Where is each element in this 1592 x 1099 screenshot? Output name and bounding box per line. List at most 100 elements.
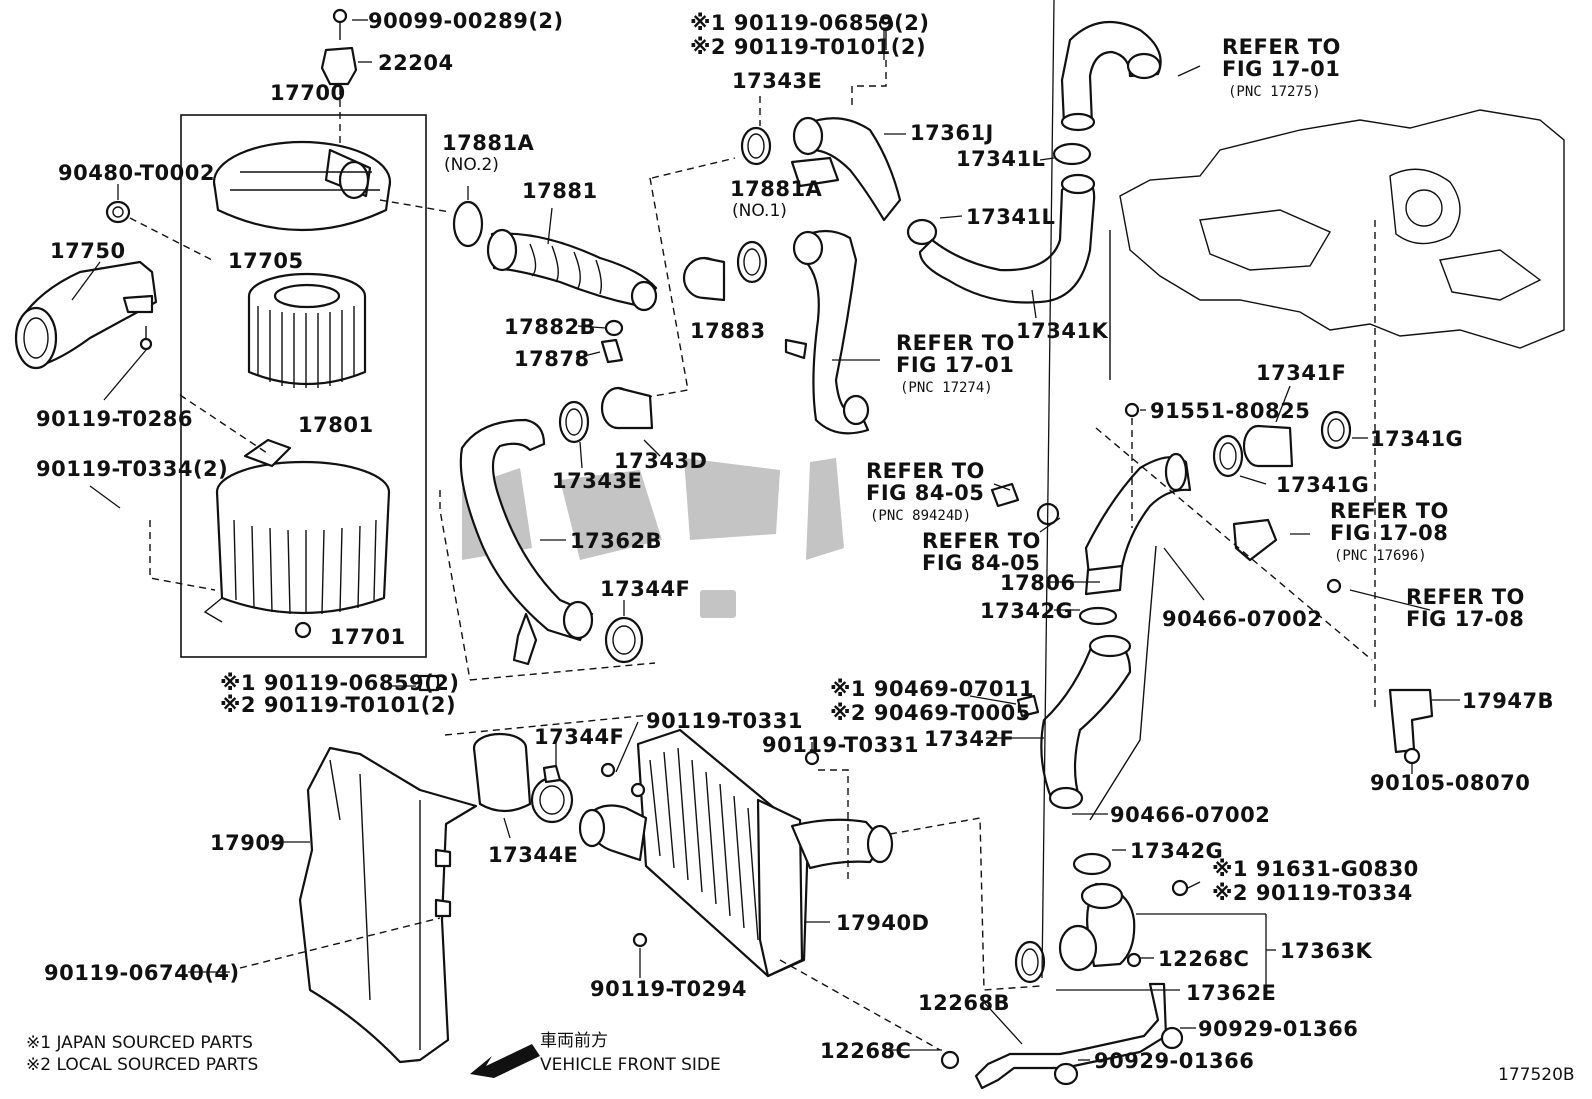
air-cleaner-group [180,114,427,658]
sleeve-17344E [472,732,532,813]
label-12268c-a: 12268C [1158,947,1249,971]
label-17341l-a: 17341L [956,147,1045,171]
ref1-line1: REFER TO [1222,35,1341,59]
label-17881a-no2: 17881A [442,131,535,155]
legend-note-1: ※1 JAPAN SOURCED PARTS [26,1033,253,1053]
ref4-line1: REFER TO [922,529,1041,553]
hose-17363K [1058,879,1189,972]
clamp-17341L-top [1052,142,1092,166]
pipe-pnc-17274 [784,229,870,435]
label-91551: 91551-80825 [1150,399,1310,423]
label-17801: 17801 [298,413,374,437]
label-17341f: 17341F [1256,361,1346,385]
clamp-17344F-mid [604,616,644,664]
ref6-line2: FIG 17-08 [1406,607,1524,631]
legend: ※1 JAPAN SOURCED PARTS ※2 LOCAL SOURCED … [26,1033,258,1075]
label-17806: 17806 [1000,571,1076,595]
label-17344f-mid: 17344F [600,577,690,601]
label-90119-t0286: 90119-T0286 [36,407,193,431]
clamp-17343E-mid [558,400,590,444]
label-22204: 22204 [378,51,454,75]
ref5-line1: REFER TO [1330,499,1449,523]
ref4-line2: FIG 84-05 [922,551,1040,575]
ref2-line1: REFER TO [896,331,1015,355]
grommet [105,200,213,261]
ref3-line1: REFER TO [866,459,985,483]
label-clip-2: ※2 90469-T0005 [830,701,1031,725]
ref1-line2: FIG 17-01 [1222,57,1340,81]
sleeve-17341F [1242,424,1294,468]
bracket-17947B [1388,688,1434,765]
ref2-line3: (PNC 17274) [900,380,993,396]
clamp-17362E [1014,940,1142,984]
ref6-line1: REFER TO [1406,585,1525,609]
ref3-line2: FIG 84-05 [866,481,984,505]
label-bolt-top-2: ※2 90119-T0101(2) [690,35,926,59]
label-17700: 17700 [270,81,346,105]
bolt-91551 [1124,402,1140,528]
label-90119-t0331-b: 90119-T0331 [762,733,919,757]
label-17940d: 17940D [836,911,930,935]
clamp-17342G-b [1072,852,1112,876]
label-bolt-top-1: ※1 90119-06859(2) [690,11,929,35]
ref5-line3: (PNC 17696) [1334,548,1427,564]
hose-17342F [1016,545,1157,821]
label-bolt-r-1: ※1 91631-G0830 [1212,857,1419,881]
label-17362e: 17362E [1186,981,1276,1005]
hose-17341K [918,173,1096,304]
sleeve-17883 [682,256,726,302]
label-17341k: 17341K [1016,319,1109,343]
label-90480: 90480-T0002 [58,161,215,185]
label-90929-b: 90929-01366 [1094,1049,1254,1073]
label-17878: 17878 [514,347,590,371]
label-17881: 17881 [522,179,598,203]
label-90466-a: 90466-07002 [1162,607,1322,631]
label-17705: 17705 [228,249,304,273]
hose-17362B [459,418,594,666]
label-12268b: 12268B [918,991,1010,1015]
label-17881a-no2-sub: (NO.2) [444,155,499,175]
label-17344e: 17344E [488,843,578,867]
label-17701: 17701 [330,625,406,649]
ref2-line2: FIG 17-01 [896,353,1014,377]
air-cleaner-box [180,114,427,658]
ref5-line2: FIG 17-08 [1330,521,1448,545]
label-17361j: 17361J [910,121,994,145]
label-bolt-left-2: ※2 90119-T0101(2) [220,693,456,717]
label-bolt-r-2: ※2 90119-T0334 [1212,881,1413,905]
label-90119-t0294: 90119-T0294 [590,977,747,1001]
hose-pnc-17275 [1060,20,1162,132]
inlet-duct [14,260,158,370]
label-17341g-b: 17341G [1276,473,1369,497]
bolt-left [418,674,440,692]
intake-hose-17881 [452,200,658,364]
label-17947b: 17947B [1462,689,1554,713]
label-bolt-left-1: ※1 90119-06859(2) [220,671,459,695]
label-17343e-mid: 17343E [552,469,642,493]
clamp-17341G-a [1212,434,1244,478]
front-label-en: VEHICLE FRONT SIDE [540,1055,721,1075]
label-90119-t0334-2: 90119-T0334(2) [36,457,228,481]
sleeve-17343D [600,386,654,430]
clamp-17341L-mid [906,218,938,246]
label-17344f-low: 17344F [534,725,624,749]
clamp-17342G-a [1078,606,1118,626]
label-17341g-a: 17341G [1370,427,1463,451]
label-17343d: 17343D [614,449,708,473]
leader-lines [71,0,1460,1061]
air-flow-sensor [320,8,358,148]
pipe-17806 [990,452,1192,596]
bracket-pnc-17696 [1095,427,1373,661]
label-17362b: 17362B [570,529,662,553]
part-labels: 90099-00289(2) 22204 17700 17705 17801 1… [36,9,1554,1073]
label-90119-06740: 90119-06740(4) [44,961,240,985]
label-17882b: 17882B [504,315,596,339]
front-arrow-icon [470,1044,540,1080]
ref3-line3: (PNC 89424D) [870,508,971,524]
label-17343e-top: 17343E [732,69,822,93]
hose-12268B [940,982,1184,1090]
legend-note-2: ※2 LOCAL SOURCED PARTS [26,1055,258,1075]
label-17881a-no1: 17881A [730,177,823,201]
engine-outline [1109,109,1565,710]
